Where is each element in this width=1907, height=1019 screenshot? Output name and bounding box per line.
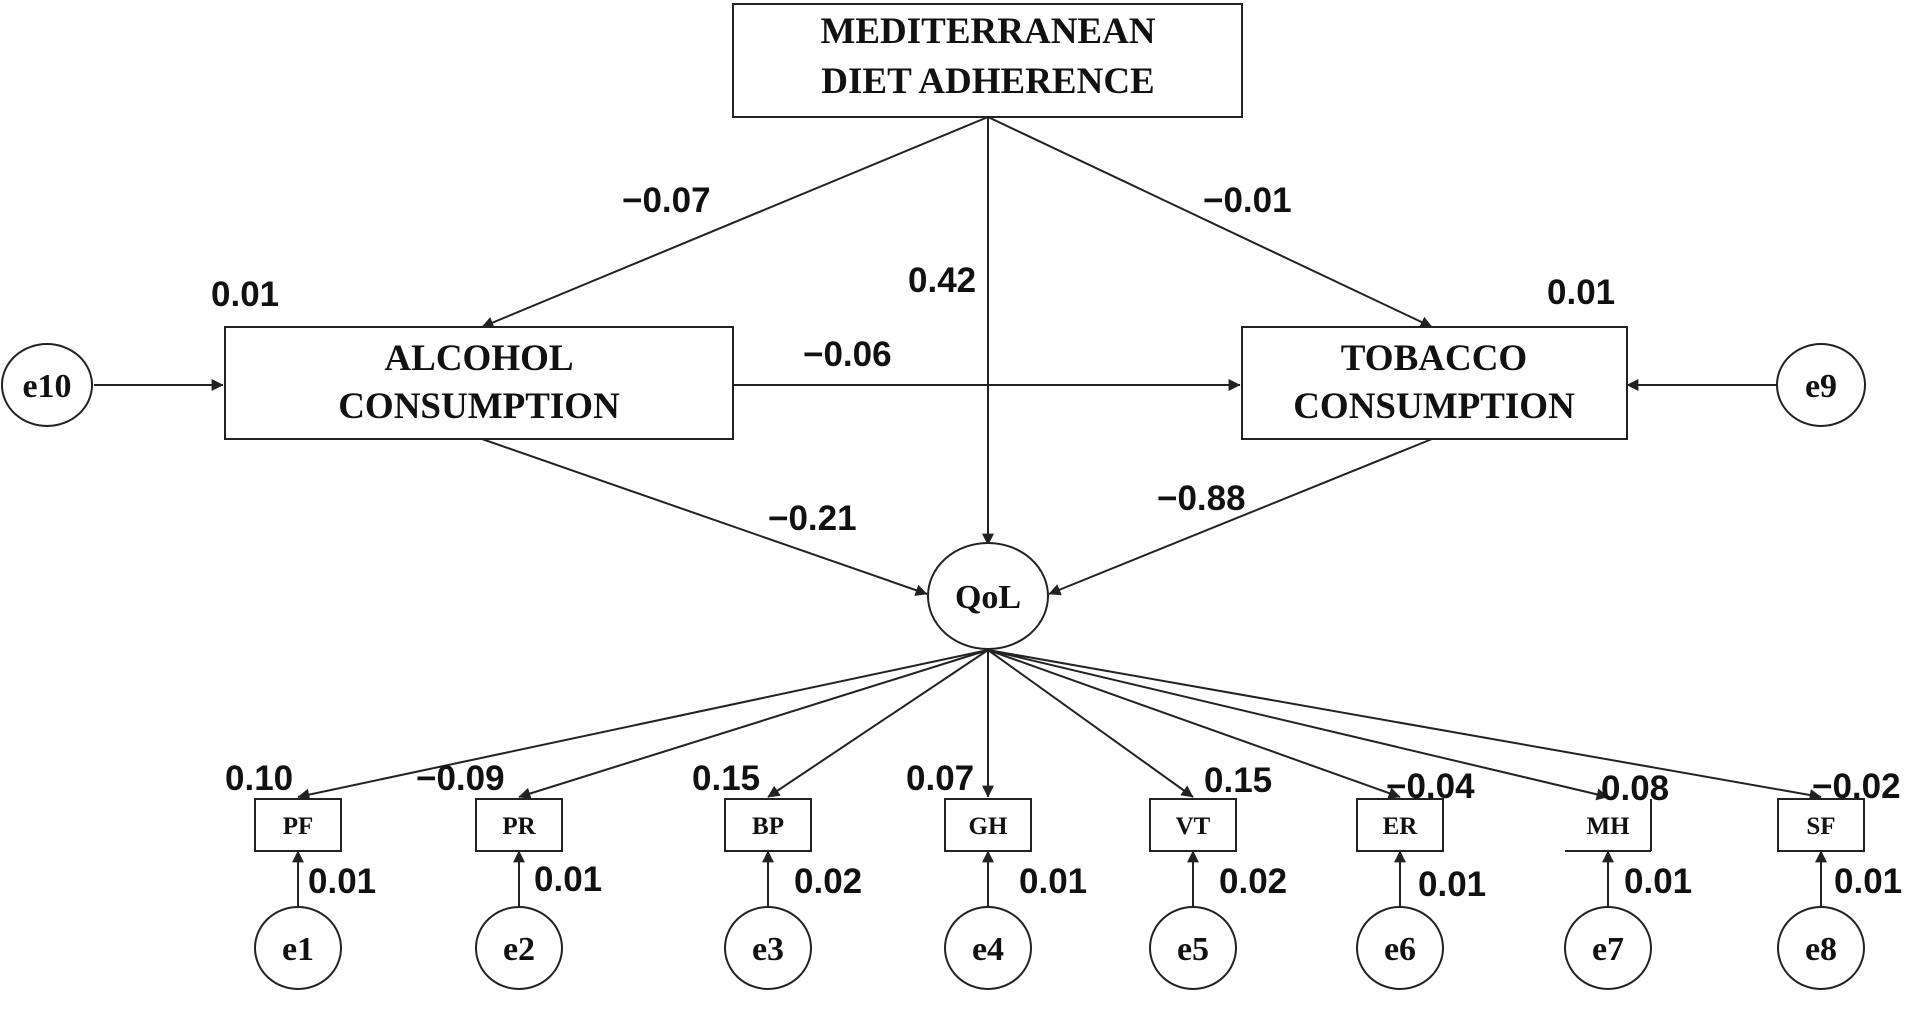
loading-arrow-er (987, 649, 1401, 799)
coef-med-to-qol: 0.42 (908, 261, 976, 300)
loading-arrows (297, 649, 1822, 801)
indicator-label-pf: PF (283, 813, 314, 840)
tobacco-consumption-box: TOBACCO CONSUMPTION (1241, 326, 1628, 440)
indicator-gh: GH (944, 798, 1032, 852)
e3-label: e3 (752, 931, 784, 968)
error-node-e6: e6 (1356, 906, 1444, 990)
error-node-e2: e2 (475, 906, 563, 990)
qol-latent-node: QoL (927, 542, 1049, 650)
e5-label: e5 (1177, 931, 1209, 968)
path-med-to-tobacco (987, 116, 1433, 328)
indicator-label-vt: VT (1176, 813, 1211, 840)
error-value-e3: 0.02 (794, 862, 862, 901)
error-value-e6: 0.01 (1418, 865, 1486, 904)
indicator-label-pr: PR (502, 813, 536, 840)
coef-tobacco-to-qol: −0.88 (1157, 479, 1246, 518)
loading-mh: 0.08 (1601, 769, 1669, 808)
coef-med-to-alcohol: −0.07 (622, 181, 711, 220)
e8-label: e8 (1805, 931, 1837, 968)
error-value-e7: 0.01 (1624, 862, 1692, 901)
indicator-label-er: ER (1383, 813, 1419, 840)
tobacco-r2: 0.01 (1547, 273, 1615, 312)
loading-arrow-bp (767, 649, 989, 798)
error-value-e8: 0.01 (1834, 862, 1902, 901)
alcohol-label-line1: ALCOHOL (384, 338, 573, 379)
error-value-e5: 0.02 (1219, 862, 1287, 901)
error-node-e4: e4 (944, 906, 1032, 990)
indicator-bp: BP (724, 798, 812, 852)
indicator-pr: PR (475, 798, 563, 852)
tobacco-label-line1: TOBACCO (1341, 338, 1527, 379)
loading-gh: 0.07 (906, 759, 974, 798)
indicator-label-bp: BP (752, 813, 784, 840)
alcohol-consumption-box: ALCOHOL CONSUMPTION (224, 326, 734, 440)
loading-pr: −0.09 (416, 759, 505, 798)
mediterranean-label-line2: DIET ADHERENCE (821, 61, 1154, 102)
error-node-e5: e5 (1149, 906, 1237, 990)
e2-label: e2 (503, 931, 535, 968)
e10-label: e10 (22, 368, 71, 405)
qol-label: QoL (955, 579, 1021, 616)
error-value-e1: 0.01 (308, 862, 376, 901)
error-node-e1: e1 (254, 906, 342, 990)
indicator-sf: SF (1777, 798, 1865, 852)
alcohol-r2: 0.01 (211, 275, 279, 314)
indicator-label-sf: SF (1806, 813, 1835, 840)
e9-label: e9 (1805, 368, 1837, 405)
loading-arrow-sf (987, 649, 1822, 801)
loading-bp: 0.15 (692, 759, 760, 798)
error-node-e8: e8 (1777, 906, 1865, 990)
coef-alcohol-to-qol: −0.21 (768, 499, 857, 538)
error-arrows (292, 850, 1827, 907)
loading-arrow-vt (987, 649, 1194, 798)
e6-label: e6 (1384, 931, 1416, 968)
e1-label: e1 (282, 931, 314, 968)
loading-er: −0.04 (1386, 767, 1475, 806)
indicator-pf: PF (254, 798, 342, 852)
path-med-to-alcohol (481, 116, 989, 329)
indicator-vt: VT (1149, 798, 1237, 852)
coef-alcohol-to-tobacco: −0.06 (803, 335, 892, 374)
loading-sf: −0.02 (1812, 767, 1901, 806)
error-node-e9: e9 (1776, 343, 1866, 427)
error-node-e10: e10 (1, 343, 93, 427)
loading-vt: 0.15 (1204, 761, 1272, 800)
indicator-label-mh: MH (1586, 813, 1630, 840)
error-node-e3: e3 (724, 906, 812, 990)
error-node-e7: e7 (1564, 906, 1652, 990)
coef-med-to-tobacco: −0.01 (1203, 181, 1292, 220)
mediterranean-label-line1: MEDITERRANEAN (820, 11, 1155, 52)
error-value-e4: 0.01 (1019, 862, 1087, 901)
tobacco-label-line2: CONSUMPTION (1293, 386, 1575, 427)
error-value-e2: 0.01 (534, 860, 602, 899)
indicator-er: ER (1356, 798, 1444, 852)
path-tobacco-to-qol (1048, 438, 1433, 596)
alcohol-label-line2: CONSUMPTION (338, 386, 620, 427)
e7-label: e7 (1592, 931, 1624, 968)
loading-arrow-mh (987, 649, 1609, 801)
mediterranean-diet-adherence-box: MEDITERRANEAN DIET ADHERENCE (732, 3, 1243, 118)
e4-label: e4 (972, 931, 1004, 968)
loading-arrow-pf (297, 649, 989, 801)
indicator-mh: MH (1565, 799, 1652, 852)
path-alcohol-to-qol (481, 438, 928, 596)
loading-pf: 0.10 (225, 759, 293, 798)
loading-arrow-pr (518, 649, 989, 800)
indicator-label-gh: GH (969, 813, 1008, 840)
